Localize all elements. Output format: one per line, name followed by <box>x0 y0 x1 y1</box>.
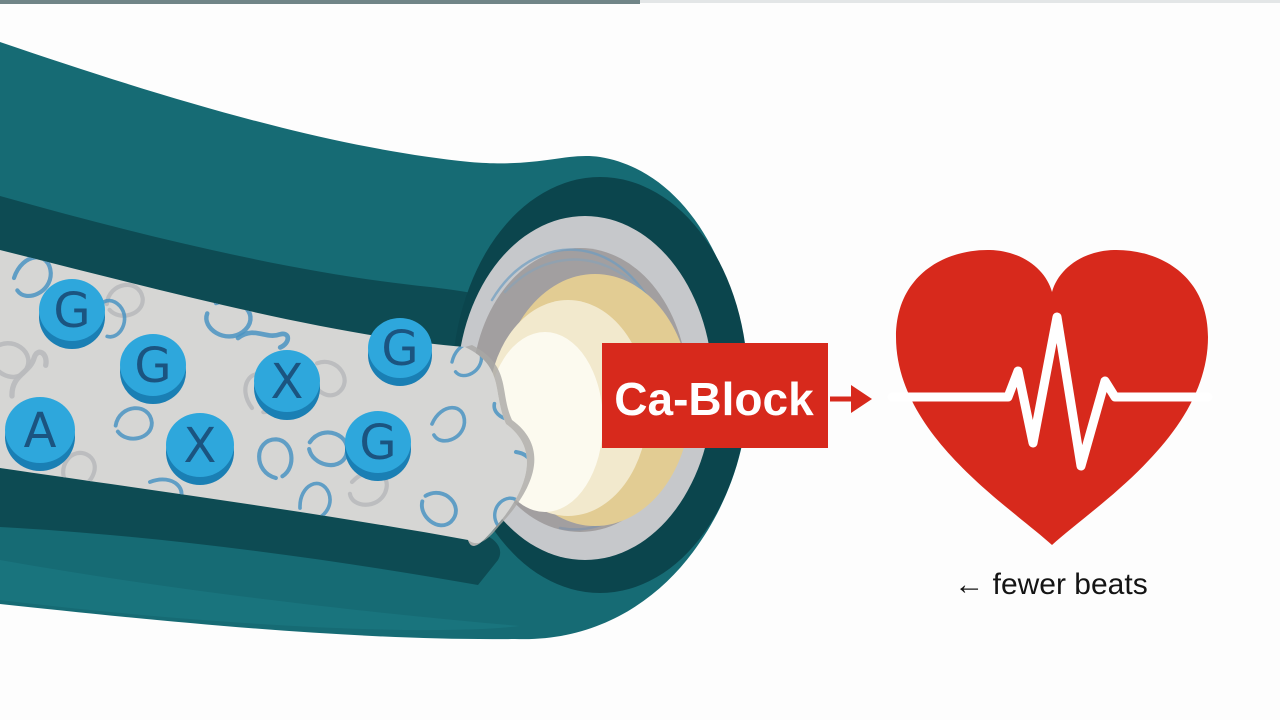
heart-icon <box>887 249 1213 545</box>
bottom-wall-highlight <box>0 560 520 631</box>
calcium-pill: X <box>254 350 320 420</box>
pill-label: A <box>24 403 57 459</box>
calcium-pill: G <box>39 279 105 349</box>
calcium-pill: G <box>368 318 432 386</box>
pill-label: X <box>271 354 304 410</box>
calcium-pill: A <box>5 397 75 471</box>
pill-label: G <box>134 338 171 394</box>
pill-label: G <box>381 321 418 377</box>
top-edge-artifact <box>0 0 640 4</box>
ca-block-text: Ca-Block <box>614 373 814 425</box>
bottom-wall-inner-band <box>0 468 501 585</box>
heart-shape <box>896 249 1208 545</box>
top-wall-inner-band <box>0 196 490 362</box>
fewer-beats-caption: ← fewer beats <box>954 568 1147 601</box>
calcium-pills: G G X G A <box>5 279 432 485</box>
ca-block-box <box>602 343 828 448</box>
arrow-right-icon <box>851 385 872 413</box>
calcium-pill: X <box>166 413 234 485</box>
ecg-line <box>887 312 1213 471</box>
pill-label: G <box>53 283 90 339</box>
artery-illustration: G G X G A <box>0 42 748 640</box>
calcium-pill: G <box>345 411 411 481</box>
cut-surface-lip <box>465 345 535 546</box>
pill-label: X <box>184 418 217 474</box>
ca-block-label: Ca-Block <box>602 343 872 448</box>
pill-label: G <box>359 415 396 471</box>
calcium-pill: G <box>120 334 186 404</box>
